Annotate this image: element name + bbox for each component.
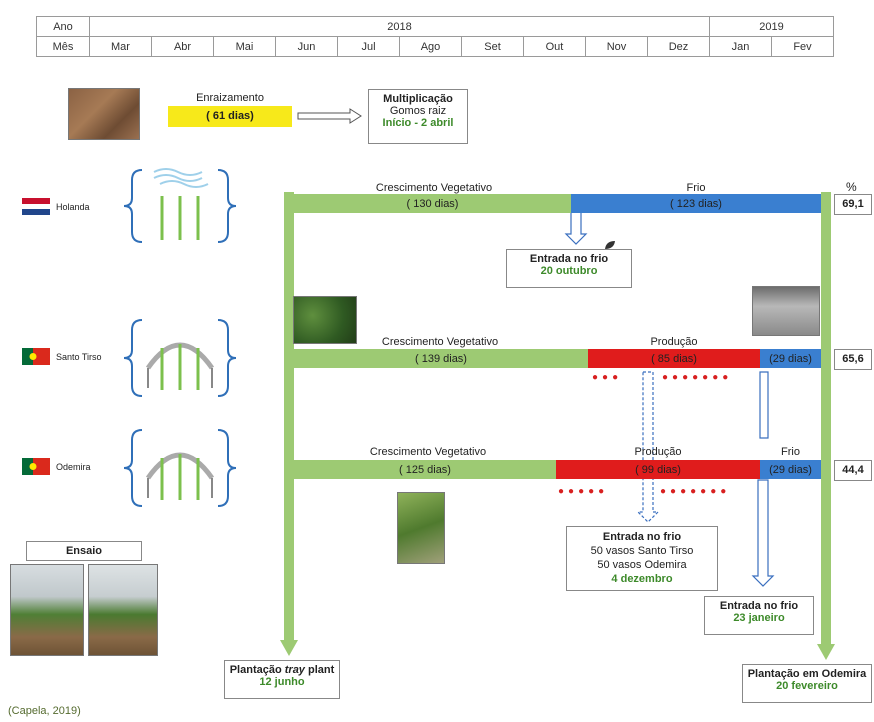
month-cell: Fev [771,36,834,57]
month-row: Mês Mar Abr Mai Jun Jul Ago Set Out Nov … [36,36,834,57]
holanda-pct: 69,1 [834,194,872,215]
odemira-cold-label: Frio [781,446,800,458]
odemira-plant-photo [397,492,445,564]
santo-tirso-pct: 65,6 [834,349,872,370]
climate-chamber-icon [123,168,237,243]
leaf-icon [605,241,615,249]
cold-entry-dec-line2: 50 vasos Odemira [597,559,687,571]
citation: (Capela, 2019) [8,705,81,717]
odemira-pct: 44,4 [834,460,872,481]
santo-tirso-veg-bar: ( 139 dias) [294,349,588,368]
strawberry-icons: ●●● [592,372,623,383]
portugal-flag-icon [22,458,50,475]
planting-odemira-box: Plantação em Odemira 20 fevereiro [742,664,872,703]
timeline-table: Ano 2018 2019 Mês Mar Abr Mai Jun Jul Ag… [36,16,834,57]
rooting-photo [68,88,140,140]
odemira-prod-bar: ( 99 dias) [556,460,760,479]
cold-entry-jan-box: Entrada no frio 23 janeiro [704,596,814,635]
cold-entry-jan-date: 23 janeiro [733,612,785,624]
cold-entry-dec-title: Entrada no frio [602,531,682,543]
site-odemira: Odemira [22,458,91,475]
month-row-label: Mês [36,36,90,57]
cold-entry-oct-date: 20 outubro [540,265,598,277]
site-holanda: Holanda [22,198,90,215]
strawberry-icons: ●●●●●●● [662,372,733,383]
strawberry-icons: ●●●●●●● [660,486,731,497]
santo-tirso-veg-label: Crescimento Vegetativo [381,336,499,348]
rooting-label: Enraizamento [196,92,264,104]
arrow-right-icon [297,108,362,124]
trial-label: Ensaio [26,541,142,561]
site-holanda-label: Holanda [56,201,90,212]
greenhouse-icon [123,319,237,397]
month-cell: Abr [151,36,214,57]
rooting-duration-bar: ( 61 dias) [168,106,292,127]
month-cell: Ago [399,36,462,57]
site-santo-tirso-label: Santo Tirso [56,351,102,362]
month-cell: Mai [213,36,276,57]
cold-entry-dec-box: Entrada no frio 50 vasos Santo Tirso 50 … [566,526,718,591]
site-odemira-label: Odemira [56,461,91,472]
planting-tray-suffix: plant [304,664,335,676]
odemira-prod-label: Produção [634,446,682,458]
planting-odemira-title: Plantação em Odemira [747,668,867,680]
cold-entry-jan-title: Entrada no frio [719,600,799,612]
month-cell: Jan [709,36,772,57]
month-cell: Out [523,36,586,57]
month-cell: Nov [585,36,648,57]
cold-entry-dec-date: 4 dezembro [611,573,673,585]
trial-photo-2 [88,564,158,656]
planting-tray-prefix: Plantação [229,664,285,676]
multiplication-start: Início - 2 abril [382,117,454,129]
netherlands-flag-icon [22,198,50,215]
holanda-veg-label: Crescimento Vegetativo [375,182,493,194]
santo-tirso-cold-bar: (29 dias) [760,349,821,368]
strawberry-icons: ●●●●● [558,486,609,497]
planting-tray-date: 12 junho [259,676,305,688]
odemira-veg-bar: ( 125 dias) [294,460,556,479]
holanda-cold-label: Frio [686,182,706,194]
portugal-flag-icon [22,348,50,365]
percent-header: % [846,180,857,194]
odemira-cold-bar: (29 dias) [760,460,821,479]
planting-tray-italic: tray [284,664,305,676]
multiplication-title: Multiplicação [383,93,453,105]
santo-tirso-prod-label: Produção [650,336,698,348]
santo-tirso-prod-bar: ( 85 dias) [588,349,760,368]
tray-plants-photo [293,296,357,344]
planting-odemira-date: 20 fevereiro [776,680,838,692]
month-cell: Jun [275,36,338,57]
site-santo-tirso: Santo Tirso [22,348,102,365]
holanda-veg-bar: ( 130 dias) [294,194,571,213]
greenhouse-icon [123,429,237,507]
planting-tray-box: Plantação tray plant 12 junho [224,660,340,699]
cold-entry-oct-title: Entrada no frio [529,253,609,265]
cold-entry-dec-line1: 50 vasos Santo Tirso [590,545,694,557]
month-cell: Mar [89,36,152,57]
cold-entry-oct-box: Entrada no frio 20 outubro [506,249,632,288]
multiplication-box: Multiplicação Gomos raiz Início - 2 abri… [368,89,468,144]
holanda-cold-bar: ( 123 dias) [571,194,821,213]
month-cell: Set [461,36,524,57]
odemira-veg-label: Crescimento Vegetativo [369,446,487,458]
cold-room-photo [752,286,820,336]
multiplication-line2: Gomos raiz [389,105,447,117]
trial-photo-1 [10,564,84,656]
